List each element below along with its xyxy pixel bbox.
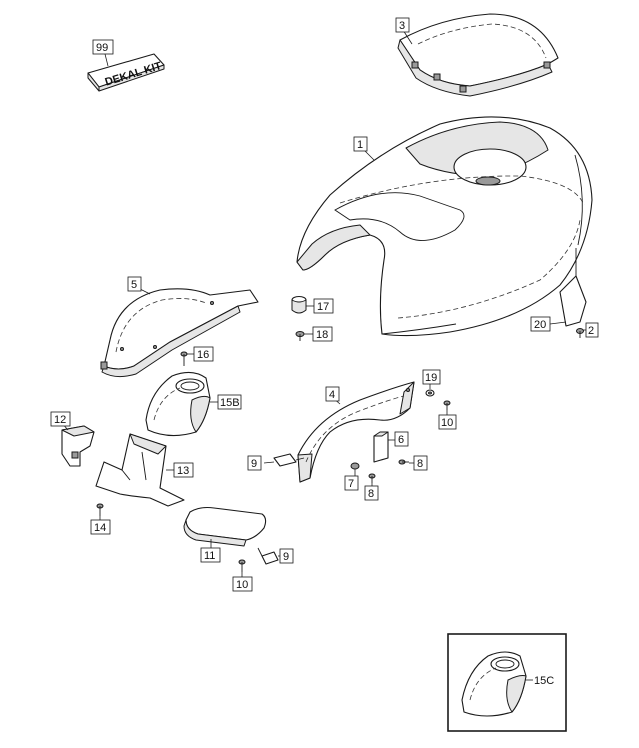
svg-text:9: 9 [283, 551, 289, 563]
svg-text:19: 19 [425, 372, 437, 384]
callout-8a: 8 [413, 455, 428, 471]
callout-13: 13 [173, 462, 194, 478]
svg-text:5: 5 [131, 279, 137, 291]
screw-18 [295, 331, 305, 341]
svg-text:8: 8 [368, 488, 374, 500]
callout-19: 19 [422, 369, 441, 385]
svg-text:20: 20 [534, 319, 546, 331]
inset-panel-15c: 15C [447, 633, 567, 732]
screw-16 [180, 351, 188, 366]
callout-17: 17 [313, 298, 334, 314]
bumper-17 [291, 295, 307, 314]
hood-cover-icon [296, 116, 593, 337]
svg-text:10: 10 [236, 579, 248, 591]
callout-2: 2 [585, 322, 599, 338]
svg-text:6: 6 [398, 434, 404, 446]
callout-8b: 8 [364, 485, 379, 501]
callout-9a: 9 [247, 455, 262, 471]
seat-cap-15b [145, 371, 211, 437]
callout-18: 18 [312, 326, 333, 342]
nut-7 [350, 462, 360, 470]
callout-15b: 15B [217, 394, 242, 410]
callout-12: 12 [50, 411, 71, 427]
callout-9b: 9 [279, 548, 294, 564]
screw-10a [443, 400, 451, 410]
clip-9a [273, 453, 305, 467]
screw-8b [368, 473, 376, 483]
bracket-12 [61, 425, 95, 467]
fender-4 [297, 381, 415, 483]
svg-text:14: 14 [94, 522, 106, 534]
clip-9b [257, 547, 279, 565]
svg-text:8: 8 [417, 458, 423, 470]
bracket-20 [559, 248, 587, 327]
svg-text:17: 17 [317, 301, 329, 313]
svg-text:10: 10 [441, 417, 453, 429]
decal-kit-icon: DEKAL KIT [87, 53, 165, 92]
svg-text:1: 1 [357, 139, 363, 151]
callout-6: 6 [394, 431, 409, 447]
clip-6 [373, 431, 389, 463]
screw-14 [96, 503, 104, 516]
callout-10b: 10 [232, 576, 253, 592]
callout-14: 14 [90, 519, 111, 535]
callout-99: 99 [92, 39, 114, 55]
svg-text:13: 13 [177, 465, 189, 477]
screw-2 [576, 328, 584, 338]
svg-text:18: 18 [316, 329, 328, 341]
callout-5: 5 [127, 276, 142, 292]
screw-8a [398, 459, 409, 465]
side-panel-11 [183, 506, 267, 547]
callout-4: 4 [325, 386, 340, 402]
callout-16: 16 [193, 346, 214, 362]
washer-19 [425, 389, 435, 397]
screw-10b [238, 559, 246, 572]
svg-text:11: 11 [204, 550, 215, 562]
svg-text:16: 16 [197, 349, 209, 361]
callout-1: 1 [353, 136, 368, 152]
callout-10a: 10 [438, 414, 457, 430]
rear-housing-5 [100, 288, 259, 378]
callout-15c: 15C [534, 675, 554, 687]
svg-text:15B: 15B [220, 397, 240, 409]
svg-text:2: 2 [588, 325, 594, 337]
svg-text:12: 12 [54, 414, 66, 426]
svg-text:7: 7 [348, 478, 354, 490]
seat-cover-icon [397, 13, 559, 97]
svg-text:9: 9 [251, 458, 257, 470]
callout-3: 3 [395, 17, 410, 33]
callout-20: 20 [530, 316, 551, 332]
callout-11: 11 [200, 547, 221, 563]
svg-text:3: 3 [399, 20, 405, 32]
svg-text:99: 99 [96, 42, 108, 54]
svg-text:4: 4 [329, 389, 335, 401]
callout-7: 7 [344, 475, 359, 491]
front-panel-13 [95, 433, 185, 507]
